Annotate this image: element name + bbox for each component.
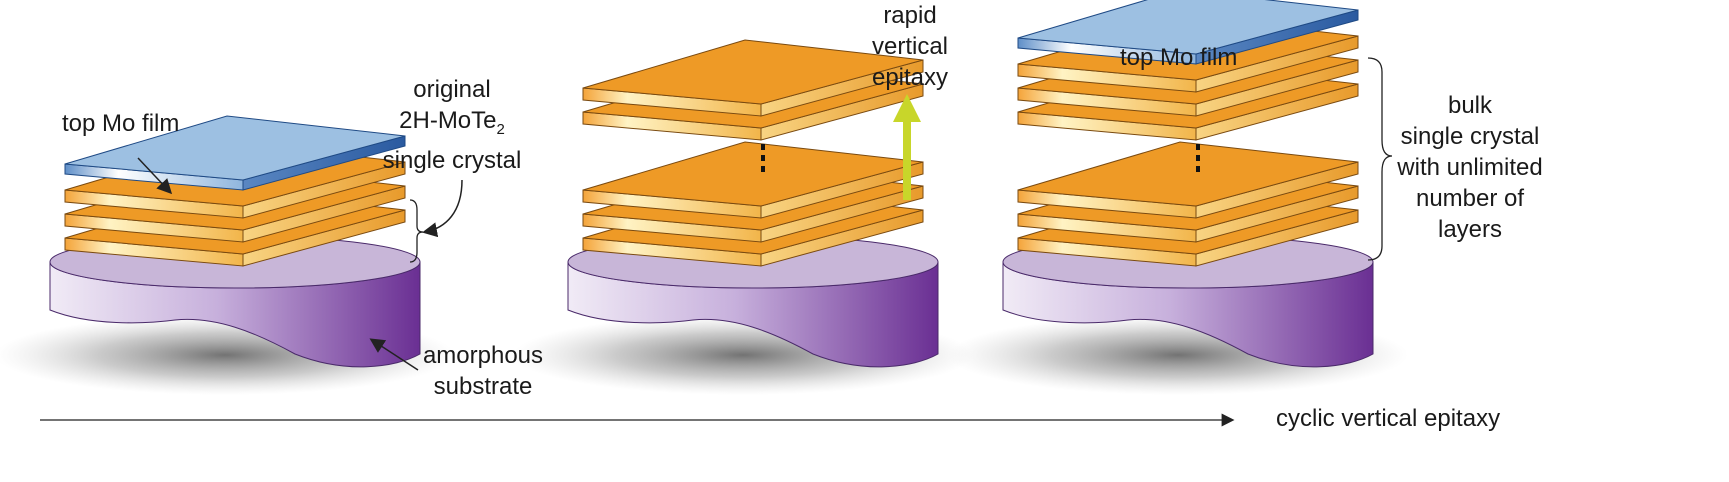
stack-bulk-gap-dot (1196, 166, 1200, 172)
stack-initial (0, 115, 455, 395)
bulk-line5: layers (1437, 216, 1503, 243)
amorphous-line2: substrate (433, 373, 533, 400)
substrate-pointer-arrow (369, 338, 419, 371)
rapid-epitaxy-arrow-head (893, 94, 921, 122)
original-formula-subscript: 2 (496, 121, 505, 138)
annotations-group (40, 57, 1393, 427)
original-formula: 2H-MoTe (399, 107, 497, 134)
bulk-line2: single crystal (1400, 123, 1540, 150)
top-mo-film-text-1: top Mo film (62, 110, 180, 137)
bulk-crystal-label: bulk single crystal with unlimited numbe… (1384, 90, 1556, 245)
cyclic-epitaxy-label: cyclic vertical epitaxy (1276, 403, 1500, 434)
stack-growing-layer-3-top-face (582, 141, 924, 207)
stack-growing (513, 39, 973, 395)
bulk-line3: with unlimited (1397, 154, 1543, 181)
stack-bulk-layer-3-top-face (1017, 141, 1359, 207)
stack-bulk (948, 0, 1408, 395)
stack-growing-gap-dot (761, 155, 765, 161)
original-line2: 2H-MoTe2 (372, 105, 532, 145)
amorphous-substrate-label: amorphous substrate (408, 340, 558, 402)
bulk-crystal-bracket (1367, 57, 1393, 261)
original-crystal-pointer-arrow (422, 179, 463, 238)
top-mo-film-label-1: top Mo film (62, 108, 179, 139)
stack-initial-mo-film-top-face (64, 115, 406, 181)
amorphous-line1: amorphous (422, 342, 544, 369)
original-line1: original (413, 76, 491, 103)
bulk-line4: number of (1415, 185, 1525, 212)
mo-film-pointer-arrow (137, 157, 173, 195)
rapid-epitaxy-arrow-shaft (903, 120, 911, 200)
top-mo-film-text-3: top Mo film (1120, 44, 1238, 71)
stack-growing-gap-dot (761, 144, 765, 150)
rapid-epitaxy-label: rapid vertical epitaxy (855, 0, 965, 93)
original-crystal-bracket (409, 199, 424, 263)
original-line3: single crystal (382, 147, 522, 174)
original-crystal-label: original 2H-MoTe2 single crystal (372, 74, 532, 176)
stack-growing-layer-5-top-face (582, 39, 924, 105)
stack-bulk-gap-dot (1196, 155, 1200, 161)
bulk-line1: bulk (1447, 92, 1493, 119)
top-mo-film-label-3: top Mo film (1120, 42, 1237, 73)
stack-bulk-gap-dot (1196, 144, 1200, 150)
cyclic-epitaxy-text: cyclic vertical epitaxy (1276, 405, 1501, 432)
stack-bulk-mo-film-top-face (1017, 0, 1359, 55)
rapid-line2: vertical (871, 33, 949, 60)
rapid-line3: epitaxy (871, 64, 949, 91)
stacks-group (0, 0, 1408, 395)
rapid-line1: rapid (883, 2, 937, 29)
stack-growing-gap-dot (761, 166, 765, 172)
